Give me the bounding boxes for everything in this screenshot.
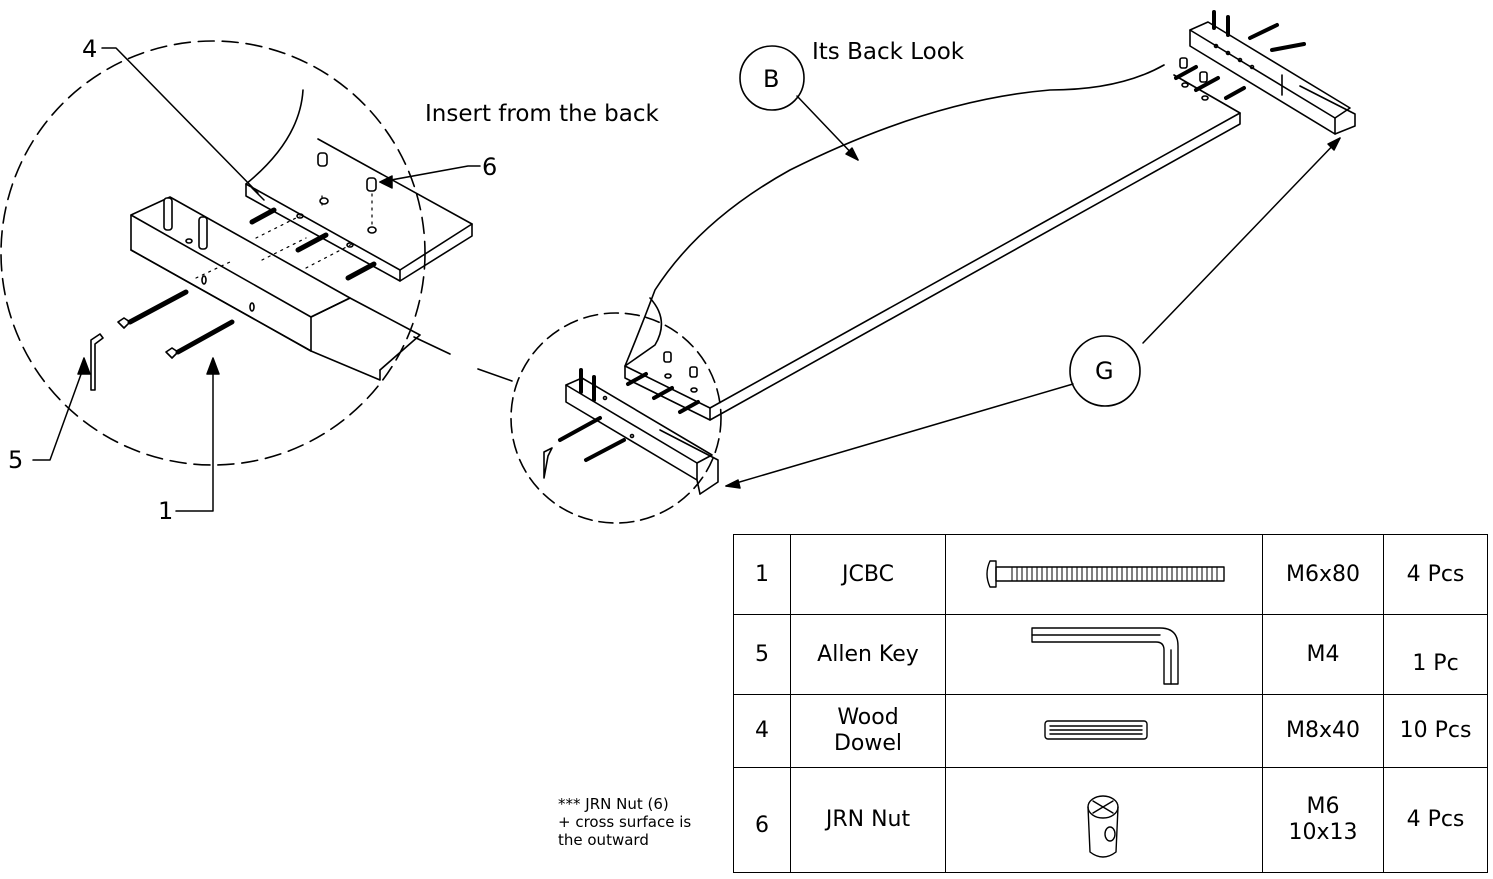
- table-row: 6 JRN Nut M6 10x13 4 Pcs: [733, 767, 1488, 873]
- callout-g-label: G: [1095, 357, 1114, 385]
- part-illustration: [945, 614, 1263, 695]
- label-part-6: 6: [482, 153, 498, 181]
- detail-vertical-dowels: [163, 197, 208, 250]
- label-part-1: 1: [158, 497, 174, 525]
- label-part-4: 4: [82, 35, 98, 63]
- callout-b-circle: [739, 45, 805, 111]
- part-size-line-1: M6: [1306, 794, 1340, 819]
- part-size: M6 10x13: [1262, 767, 1384, 873]
- detail-jrn-nuts: [317, 152, 377, 192]
- back-look-label: Its Back Look: [812, 39, 965, 65]
- table-row: 1 JCBC M6x80 4 Pcs: [733, 534, 1488, 615]
- part-name-line-1: Wood: [837, 705, 899, 730]
- near-rail: [565, 377, 713, 464]
- note-line-1: *** JRN Nut (6): [558, 795, 669, 813]
- part-number: 4: [733, 694, 791, 768]
- jrn-nut-note: *** JRN Nut (6) + cross surface is the o…: [558, 795, 728, 849]
- note-line-3: the outward: [558, 831, 649, 849]
- part-illustration: [945, 767, 1263, 873]
- detail-view: [0, 40, 473, 466]
- main-assembly: [510, 10, 1356, 524]
- part-number: 6: [733, 767, 791, 873]
- table-row: 5 Allen Key M4 1 Pc: [733, 614, 1488, 695]
- part-number: 1: [733, 534, 791, 615]
- small-detail-circle: [510, 312, 722, 524]
- detail-dowels: [249, 207, 377, 281]
- note-line-2: + cross surface is: [558, 813, 692, 831]
- main-panel: [624, 64, 1241, 409]
- part-qty: 1 Pc: [1383, 614, 1488, 695]
- label-part-5: 5: [8, 446, 24, 474]
- part-illustration: [945, 694, 1263, 768]
- part-name: Wood Dowel: [790, 694, 946, 768]
- part-size: M8x40: [1262, 694, 1384, 768]
- part-illustration: [945, 534, 1263, 615]
- part-qty: 10 Pcs: [1383, 694, 1488, 768]
- detail-allen-key: [90, 333, 104, 391]
- part-name: Allen Key: [790, 614, 946, 695]
- part-size: M6x80: [1262, 534, 1384, 615]
- part-size: M4: [1262, 614, 1384, 695]
- leader-lines: [32, 47, 481, 512]
- insert-back-label: Insert from the back: [425, 101, 659, 127]
- table-row: 4 Wood Dowel M8x40 10 Pcs: [733, 694, 1488, 768]
- part-qty: 4 Pcs: [1383, 767, 1488, 873]
- far-rail: [1189, 21, 1351, 119]
- part-name: JCBC: [790, 534, 946, 615]
- part-size-line-2: 10x13: [1288, 820, 1358, 845]
- part-number: 5: [733, 614, 791, 695]
- detail-bolts: [117, 289, 235, 359]
- part-name-line-2: Dowel: [833, 731, 903, 756]
- part-qty: 4 Pcs: [1383, 534, 1488, 615]
- detail-circle: [0, 40, 426, 466]
- parts-table: 1 JCBC M6x80 4 Pcs 5 Allen Key M4 1 Pc 4…: [733, 534, 1488, 873]
- callout-g-circle: [1069, 335, 1141, 407]
- callout-b-label: B: [763, 65, 780, 93]
- part-name: JRN Nut: [790, 767, 946, 873]
